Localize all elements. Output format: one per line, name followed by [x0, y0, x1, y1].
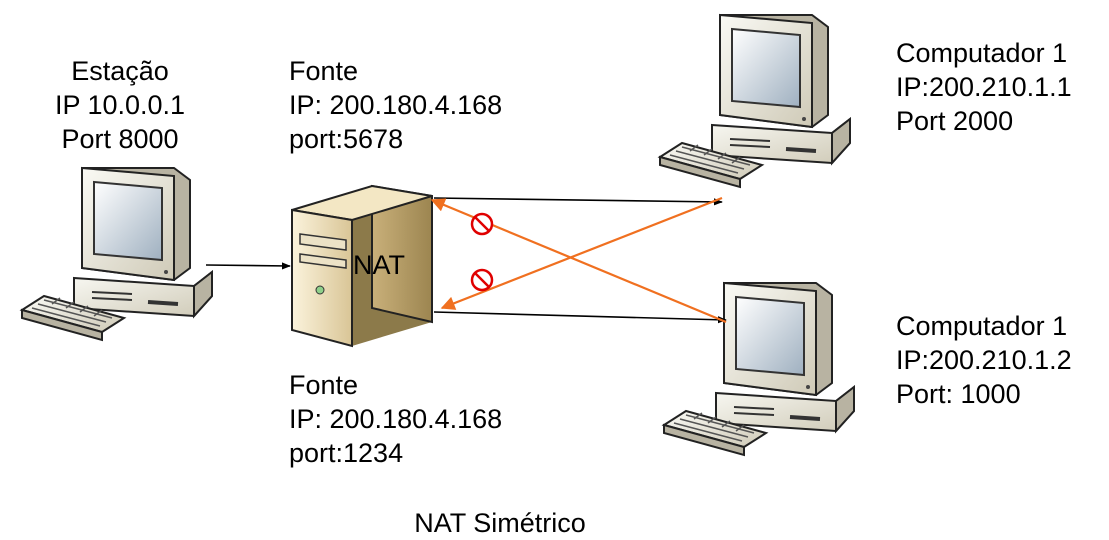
source-top-port: port:5678	[289, 124, 404, 154]
source-bottom-label: Fonte IP: 200.180.4.168 port:1234	[289, 368, 502, 470]
computer2-port: Port: 1000	[896, 379, 1021, 409]
station-computer-icon	[20, 166, 214, 342]
source-top-ip: IP: 200.180.4.168	[289, 90, 503, 120]
source-bottom-title: Fonte	[289, 370, 359, 400]
arrow-station-to-nat	[205, 262, 291, 270]
diagram-caption: NAT Simétrico	[414, 508, 586, 538]
prohibited-icon	[470, 212, 494, 236]
blocked-arrow-computer1-to-nat	[440, 196, 723, 310]
source-top-label: Fonte IP: 200.180.4.168 port:5678	[289, 54, 502, 156]
arrow-nat-to-computer1	[433, 197, 723, 206]
computer1-port: Port 2000	[896, 106, 1014, 136]
computer2-label: Computador 1 IP:200.210.1.2 Port: 1000	[896, 309, 1072, 411]
source-bottom-ip: IP: 200.180.4.168	[289, 404, 503, 434]
computer1-label: Computador 1 IP:200.210.1.1 Port 2000	[896, 36, 1072, 138]
station-ip: IP 10.0.0.1	[54, 90, 186, 120]
nat-label: NAT	[353, 250, 405, 280]
station-name: Estação	[71, 56, 169, 86]
computer1-name: Computador 1	[896, 38, 1068, 68]
nat-server-icon	[291, 184, 433, 348]
computer2-ip: IP:200.210.1.2	[896, 345, 1072, 375]
station-label: Estação IP 10.0.0.1 Port 8000	[45, 54, 195, 156]
prohibited-icon	[470, 268, 494, 292]
computer1-icon	[658, 13, 852, 189]
source-bottom-port: port:1234	[289, 438, 404, 468]
computer1-ip: IP:200.210.1.1	[896, 72, 1072, 102]
arrow-nat-to-computer2	[433, 311, 727, 324]
source-top-title: Fonte	[289, 56, 359, 86]
computer2-name: Computador 1	[896, 311, 1068, 341]
station-port: Port 8000	[61, 124, 179, 154]
